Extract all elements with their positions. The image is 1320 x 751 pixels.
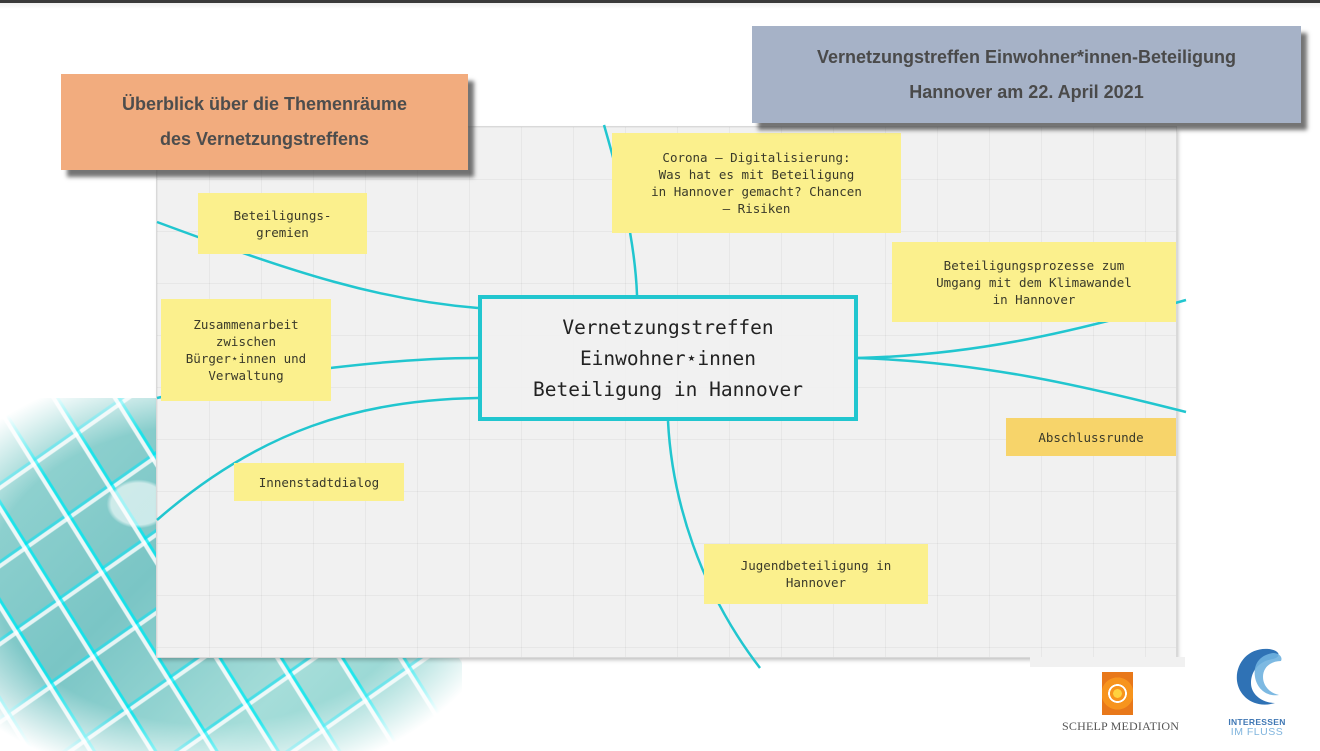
topic-zusammenarbeit[interactable]: Zusammenarbeit zwischen Bürger⋆innen und…	[161, 299, 331, 401]
event-info-box: Vernetzungstreffen Einwohner*innen-Betei…	[752, 26, 1301, 123]
event-date: Hannover am 22. April 2021	[909, 81, 1144, 102]
wave-icon	[1236, 648, 1282, 705]
topic-corona-digitalisierung[interactable]: Corona – Digitalisierung: Was hat es mit…	[612, 133, 901, 233]
topic-beteiligungsgremien[interactable]: Beteiligungs- gremien	[198, 193, 367, 254]
slide-title-line-1: Überblick über die Themenräume	[121, 94, 408, 114]
fluss-logo-line-2: IM FLUSS	[1230, 726, 1284, 738]
interessen-im-fluss-logo: INTERESSEN IM FLUSS	[1222, 643, 1292, 747]
slide-title-line-2: des Vernetzungstreffens	[159, 129, 370, 149]
topic-abschlussrunde[interactable]: Abschlussrunde	[1006, 418, 1176, 456]
window-top-bar	[0, 0, 1320, 3]
schelp-logo-text: SCHELP MEDIATION	[1062, 719, 1180, 733]
top-shadow	[0, 3, 1320, 9]
board-edge-strip	[1030, 657, 1185, 667]
fluss-logo-line-1: INTERESSEN	[1228, 717, 1286, 727]
event-title: Vernetzungstreffen Einwohner*innen-Betei…	[816, 46, 1237, 67]
topic-innenstadtdialog[interactable]: Innenstadtdialog	[234, 463, 404, 501]
slide-title-box: Überblick über die Themenräume des Verne…	[61, 74, 468, 170]
topic-jugendbeteiligung[interactable]: Jugendbeteiligung in Hannover	[704, 544, 928, 604]
central-topic[interactable]: Vernetzungstreffen Einwohner⋆innen Betei…	[478, 295, 858, 421]
topic-klimawandel[interactable]: Beteiligungsprozesse zum Umgang mit dem …	[892, 242, 1176, 322]
spiral-icon	[1101, 672, 1133, 715]
schelp-mediation-logo: SCHELP MEDIATION	[1062, 672, 1180, 750]
